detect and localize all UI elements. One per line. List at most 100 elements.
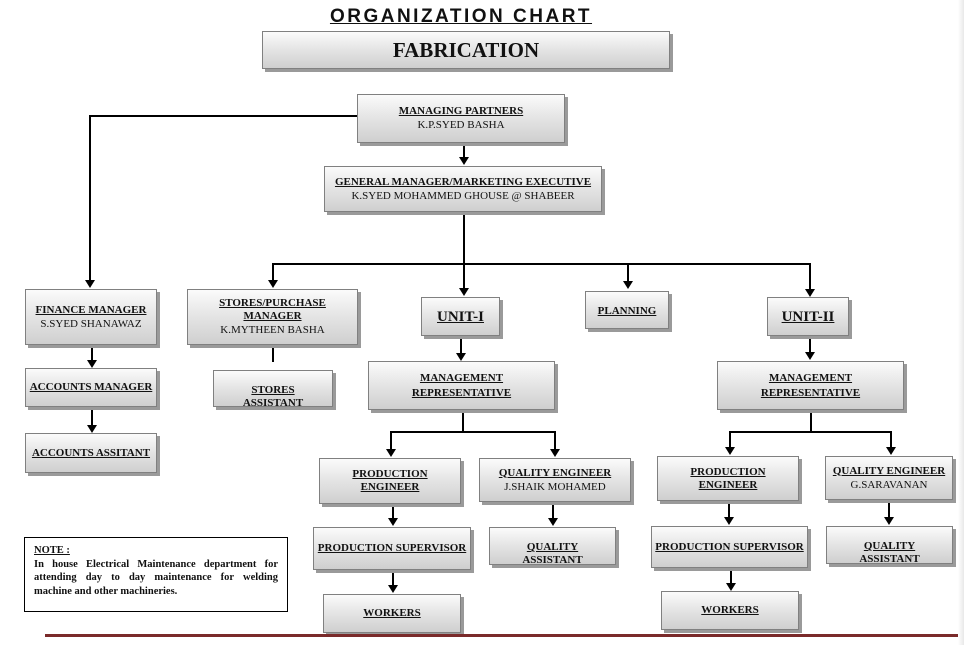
arrow-to-mgmt-rep-2 — [805, 352, 815, 360]
arrow-to-qe1 — [550, 449, 560, 457]
node-stores-assistant: STORES ASSISTANT — [213, 370, 333, 407]
node-title: ACCOUNTS ASSITANT — [31, 446, 151, 459]
connector-am-to-aa — [91, 407, 93, 425]
node-production-engineer-2: PRODUCTION ENGINEER — [657, 456, 799, 501]
node-person: S.SYED SHANAWAZ — [40, 317, 142, 330]
arrow-to-accounts-assistant — [87, 425, 97, 433]
node-title: STORES ASSISTANT — [242, 384, 304, 407]
arrow-to-pe2 — [725, 447, 735, 455]
connector-planning-drop — [627, 263, 629, 281]
connector-gm-down — [463, 212, 465, 264]
connector-unit2-drop — [809, 263, 811, 289]
node-title: PLANNING — [597, 305, 657, 317]
node-unit-2: UNIT-II — [767, 297, 849, 336]
node-title: ACCOUNTS MANAGER — [29, 381, 153, 393]
node-production-engineer-1: PRODUCTION ENGINEER — [319, 458, 461, 504]
arrow-to-ps1 — [388, 518, 398, 526]
connector-ps2-to-w2 — [730, 568, 732, 583]
node-title: MANAGEMENT REPRESENTATIVE — [760, 371, 861, 399]
arrow-to-qa2 — [884, 517, 894, 525]
node-management-representative-2: MANAGEMENT REPRESENTATIVE — [717, 361, 904, 410]
node-person: G.SARAVANAN — [850, 478, 928, 491]
node-managing-partners: MANAGING PARTNERS K.P.SYED BASHA — [357, 94, 565, 143]
connector-unit2-split — [729, 431, 892, 433]
node-planning: PLANNING — [585, 291, 669, 329]
connector-mr2-down — [810, 410, 812, 432]
node-person: K.MYTHEEN BASHA — [220, 324, 325, 336]
connector-stores-drop — [272, 263, 274, 280]
connector-unit1-split — [390, 431, 556, 433]
connector-unit1-to-mr — [460, 336, 462, 353]
arrow-to-workers-2 — [726, 583, 736, 591]
arrow-to-workers-1 — [388, 585, 398, 593]
node-title: PRODUCTION ENGINEER — [690, 465, 766, 491]
arrow-to-stores-manager — [268, 280, 278, 288]
node-quality-engineer-2: QUALITY ENGINEER G.SARAVANAN — [825, 456, 953, 500]
node-workers-1: WORKERS — [323, 594, 461, 633]
note-box: NOTE : In house Electrical Maintenance d… — [24, 537, 288, 612]
node-person: J.SHAIK MOHAMED — [504, 480, 606, 493]
node-person: K.SYED MOHAMMED GHOUSE @ SHABEER — [351, 189, 575, 202]
connector-qe1-to-qa1 — [552, 502, 554, 518]
node-quality-assistant-2: QUALITY ASSISTANT — [826, 526, 953, 564]
connector-qe2-to-qa2 — [888, 500, 890, 517]
arrow-to-planning — [623, 281, 633, 289]
node-title: UNIT-I — [437, 308, 484, 325]
connector-fm-to-am — [91, 345, 93, 360]
node-title: QUALITY ASSISTANT — [522, 541, 583, 565]
node-title: MANAGEMENT REPRESENTATIVE — [411, 371, 512, 399]
connector-pe2-to-ps2 — [728, 501, 730, 517]
connector-mp-left — [89, 115, 357, 117]
note-heading: NOTE : — [34, 545, 70, 556]
connector-qe1-drop — [554, 431, 556, 449]
node-person: K.P.SYED BASHA — [417, 119, 505, 131]
connector-finance-drop — [89, 115, 91, 280]
node-management-representative-1: MANAGEMENT REPRESENTATIVE — [368, 361, 555, 410]
arrow-to-qa1 — [548, 518, 558, 526]
connector-pe1-drop — [390, 431, 392, 449]
department-banner: FABRICATION — [262, 31, 670, 69]
arrow-to-mgmt-rep-1 — [456, 353, 466, 361]
node-title: UNIT-II — [781, 308, 835, 325]
node-unit-1: UNIT-I — [421, 297, 500, 336]
arrow-to-unit1 — [459, 288, 469, 296]
node-production-supervisor-1: PRODUCTION SUPERVISOR — [313, 527, 471, 570]
connector-pe1-to-ps1 — [392, 504, 394, 518]
node-title: PRODUCTION ENGINEER — [352, 468, 428, 493]
connector-mr1-down — [462, 410, 464, 432]
node-workers-2: WORKERS — [661, 591, 799, 630]
node-title: WORKERS — [701, 604, 759, 616]
connector-pe2-drop — [729, 431, 731, 447]
chart-title: ORGANIZATION CHART — [329, 6, 593, 27]
node-title: PRODUCTION SUPERVISOR — [655, 540, 804, 553]
bottom-rule — [45, 634, 960, 637]
node-finance-manager: FINANCE MANAGER S.SYED SHANAWAZ — [25, 289, 157, 345]
node-quality-assistant-1: QUALITY ASSISTANT — [489, 527, 616, 565]
arrow-to-qe2 — [886, 447, 896, 455]
connector-mp-down — [463, 143, 465, 158]
connector-unit1-drop — [463, 263, 465, 288]
node-production-supervisor-2: PRODUCTION SUPERVISOR — [651, 526, 808, 568]
connector-spm-to-sa — [272, 345, 274, 362]
node-title: STORES/PURCHASE MANAGER — [219, 297, 326, 322]
node-title: QUALITY ASSISTANT — [859, 540, 920, 564]
arrow-to-ps2 — [724, 517, 734, 525]
node-title: MANAGING PARTNERS — [398, 105, 524, 117]
node-title: FINANCE MANAGER — [35, 303, 147, 316]
note-text: In house Electrical Maintenance departme… — [34, 558, 278, 597]
node-title: PRODUCTION SUPERVISOR — [317, 542, 467, 554]
node-title: GENERAL MANAGER/MARKETING EXECUTIVE — [334, 175, 592, 188]
arrow-to-accounts-manager — [87, 360, 97, 368]
connector-unit2-to-mr — [809, 336, 811, 352]
node-title: WORKERS — [363, 607, 421, 619]
connector-horizontal-bus — [272, 263, 811, 265]
page-edge-shadow — [958, 0, 964, 645]
arrow-to-unit2 — [805, 289, 815, 297]
node-quality-engineer-1: QUALITY ENGINEER J.SHAIK MOHAMED — [479, 458, 631, 502]
connector-ps1-to-w1 — [392, 570, 394, 585]
department-name: FABRICATION — [392, 38, 540, 62]
node-accounts-manager: ACCOUNTS MANAGER — [25, 368, 157, 407]
node-title: QUALITY ENGINEER — [498, 466, 612, 479]
connector-qe2-drop — [890, 431, 892, 447]
arrow-to-gm — [459, 157, 469, 165]
